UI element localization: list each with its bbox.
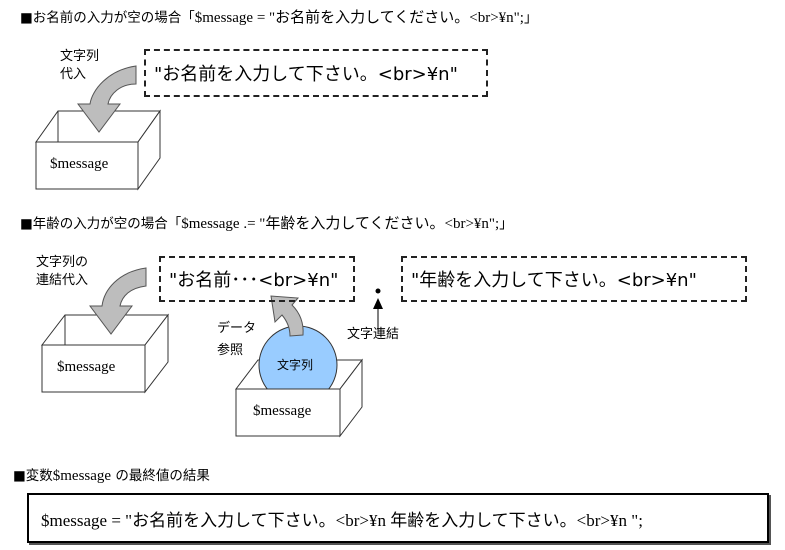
- section1-heading: ■お名前の入力が空の場合「$message = "お名前を入力してください。<b…: [20, 10, 537, 26]
- box-front-face: [35, 141, 139, 190]
- section3-heading: ■変数$message の最終値の結果: [13, 468, 210, 484]
- string-ball-label: 文字列: [277, 358, 314, 372]
- new-value-box: "年齢を入力して下さい。<br>¥n": [401, 256, 747, 302]
- source-box-label: $message: [253, 403, 312, 419]
- concat-assign-label-line2: 連結代入: [36, 273, 89, 288]
- section2-heading: ■年齢の入力が空の場合「$message .= "年齢を入力してください。<br…: [20, 216, 513, 232]
- section1-heading-prefix: ■お名前の入力が空の場合「: [20, 10, 195, 26]
- assign-label-line2: 代入: [60, 67, 87, 82]
- section2-heading-prefix: ■年齢の入力が空の場合「: [20, 216, 182, 232]
- data-reference-arrow: [270, 295, 304, 337]
- box-front-face: [41, 344, 146, 393]
- data-reference-label: データ 参照: [217, 318, 256, 362]
- variable-box-1: [35, 109, 161, 191]
- concat-arrow-head-icon: [373, 298, 383, 309]
- string-literal-box-1: "お名前を入力して下さい。<br>¥n": [144, 49, 488, 97]
- data-reference-label-line1: データ: [217, 321, 257, 336]
- variable-box-1-label: $message: [50, 156, 109, 172]
- section3-heading-prefix: ■変数: [13, 468, 53, 484]
- assign-label-line1: 文字列: [60, 49, 100, 64]
- new-value: "年齢を入力して下さい。<br>¥n": [411, 270, 697, 291]
- section3-heading-code: $message: [52, 468, 112, 484]
- variable-box-2: [40, 313, 170, 394]
- concat-assign-label: 文字列の 連結代入: [36, 254, 88, 290]
- section2-heading-code: $message .= "年齢を入力してください。<br>¥n";: [181, 216, 500, 232]
- final-result-text: $message = "お名前を入力して下さい。<br>¥n 年齢を入力して下さ…: [41, 510, 643, 530]
- existing-value: "お名前･･･<br>¥n": [169, 270, 339, 291]
- section1-heading-code: $message = "お名前を入力してください。<br>¥n";: [194, 10, 524, 26]
- concat-assign-label-line1: 文字列の: [36, 255, 89, 270]
- concat-label: 文字連結: [347, 327, 400, 342]
- assign-label: 文字列 代入: [60, 48, 99, 84]
- string-literal-1: "お名前を入力して下さい。<br>¥n": [154, 64, 458, 85]
- section3-heading-suffix: の最終値の結果: [111, 468, 210, 484]
- section2-heading-suffix: 」: [499, 216, 513, 232]
- final-result-box: $message = "お名前を入力して下さい。<br>¥n 年齢を入力して下さ…: [27, 493, 769, 543]
- data-reference-label-line2: 参照: [217, 343, 244, 358]
- source-box-front: [235, 388, 341, 437]
- variable-box-2-label: $message: [57, 359, 116, 375]
- concat-dot-icon: [375, 288, 381, 294]
- assign-arrow-1: [77, 65, 137, 133]
- concat-assign-arrow: [89, 267, 147, 335]
- existing-value-box: "お名前･･･<br>¥n": [159, 256, 355, 302]
- section1-heading-suffix: 」: [523, 10, 538, 26]
